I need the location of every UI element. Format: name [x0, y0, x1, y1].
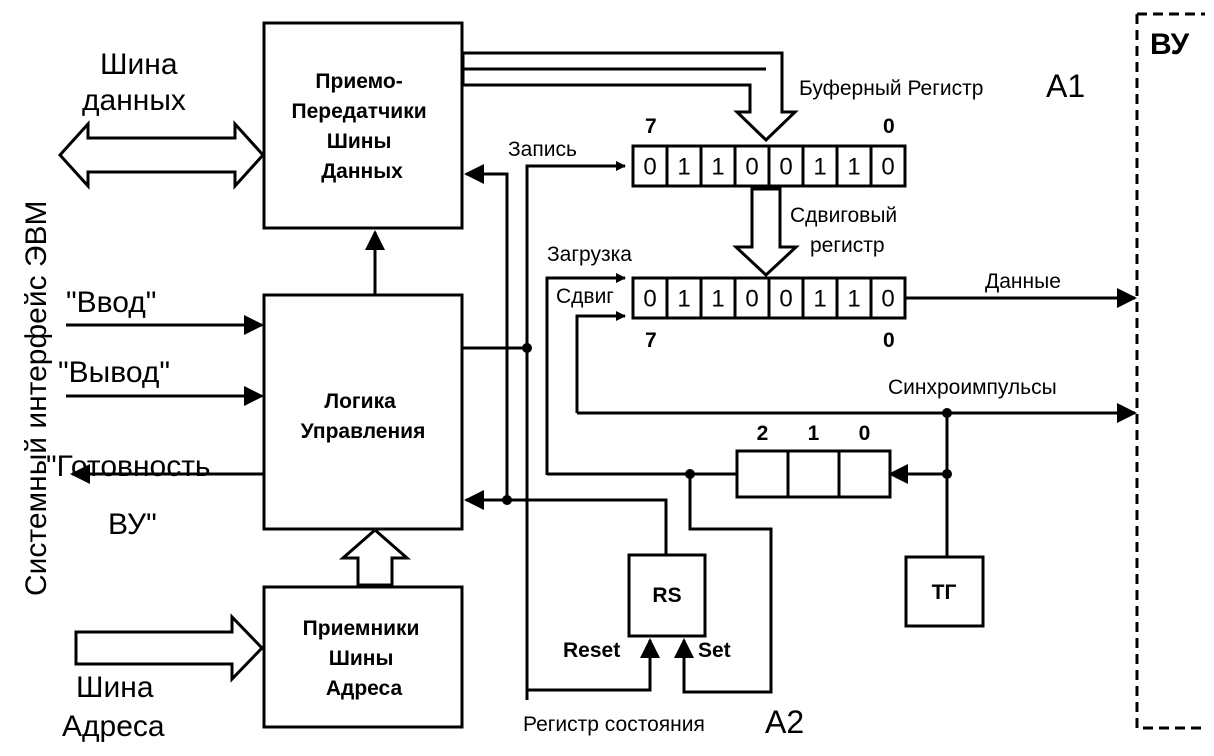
shift-register-bit: 0 [643, 286, 656, 313]
counter-cell [837, 449, 892, 499]
rs-label: RS [652, 584, 681, 607]
shift-register-bit: 1 [677, 286, 690, 313]
data-bus-label-line1: Шина [100, 48, 178, 81]
input-signal-label: "Ввод" [66, 286, 156, 319]
counter: 2 1 0 [735, 422, 892, 499]
buffer-register-bit: 0 [745, 154, 758, 181]
data-bus-arrow [57, 120, 266, 190]
set-label: Set [698, 639, 731, 662]
write-label: Запись [508, 138, 577, 161]
svg-text:Логика Управления: Логика Управления [301, 390, 426, 443]
transceivers-to-buffer-bus [461, 51, 799, 143]
counter-cell [786, 449, 841, 499]
shift-register-cell [767, 276, 805, 320]
address-bus-label-line1: Шина [76, 671, 154, 704]
output-signal-label: "Вывод" [58, 356, 170, 389]
shift-register-cell [801, 276, 839, 320]
transceivers-label-1: Приемо- [315, 70, 402, 93]
reset-label: Reset [563, 639, 620, 662]
address-receivers-label-2: Шины [329, 647, 394, 670]
shift-lsb-label: 0 [883, 329, 895, 352]
buffer-register-tag: А1 [1046, 68, 1085, 104]
shift-register-bit: 1 [813, 286, 826, 313]
address-receivers-block [262, 585, 464, 729]
buffer-register-bit: 0 [779, 154, 792, 181]
transceivers-label-3: Шины [327, 130, 392, 153]
shift-register-cell [631, 276, 669, 320]
write-signal-line [525, 161, 626, 700]
tg-label: ТГ [932, 581, 957, 604]
shift-register-cell [699, 276, 737, 320]
address-bus-arrow [74, 613, 265, 683]
transceivers-label-4: Данных [321, 160, 403, 183]
address-receivers-label-1: Приемники [303, 617, 420, 640]
system-interface-label: Системный интерфейс ЭВМ [20, 201, 53, 596]
rs-trigger-block [627, 553, 707, 638]
buffer-msb-label: 7 [645, 115, 657, 138]
load-label: Загрузка [547, 243, 632, 266]
transceivers-label-2: Передатчики [292, 100, 427, 123]
counter-to-set-line [674, 474, 773, 694]
svg-text:Приемо- Передатчики Ши: Приемо- Передатчики Шины Данных [292, 70, 433, 183]
control-logic-label-1: Логика [324, 390, 396, 413]
status-register-tag: А2 [765, 704, 804, 740]
tg-block [904, 555, 985, 628]
sync-label: Синхроимпульсы [888, 376, 1057, 399]
counter-bit-label: 2 [757, 422, 769, 445]
address-receivers-label-3: Адреса [326, 677, 403, 700]
ready-signal-label-line1: "Готовность [46, 450, 211, 483]
shift-label: Сдвиг [556, 285, 614, 308]
data-bus-label-line2: данных [82, 84, 186, 117]
counter-bit-label: 1 [808, 422, 820, 445]
buffer-register-bit: 1 [813, 154, 826, 181]
shift-register-cell [835, 276, 873, 320]
shift-register-title-1: Сдвиговый [790, 204, 897, 227]
control-logic-block [262, 293, 464, 531]
ready-signal-label-line2: ВУ" [108, 508, 157, 541]
device-label: ВУ [1150, 28, 1190, 61]
shift-register-bit: 1 [847, 286, 860, 313]
data-output-label: Данные [985, 270, 1061, 293]
buffer-register-bit: 0 [881, 154, 894, 181]
load-signal-line [545, 273, 626, 475]
shift-register-bit: 0 [779, 286, 792, 313]
shift-register-bit: 1 [711, 286, 724, 313]
counter-input-junction [942, 469, 952, 479]
shift-register-bit: 0 [745, 286, 758, 313]
rs-to-logic-line [464, 490, 668, 555]
logic-junction [522, 343, 532, 353]
status-register-title: Регистр состояния [523, 713, 705, 736]
buffer-to-shift-arrow [732, 187, 800, 278]
address-bus-label-line2: Адреса [62, 710, 165, 743]
buffer-register-bit: 1 [677, 154, 690, 181]
transceivers-block [262, 21, 464, 230]
buffer-register-bit: 1 [847, 154, 860, 181]
shift-register-bit: 0 [881, 286, 894, 313]
counter-bit-label: 0 [859, 422, 871, 445]
buffer-register-title: Буферный Регистр [799, 77, 983, 100]
svg-text:Приемники Шины Адреса: Приемники Шины Адреса [303, 617, 426, 700]
buffer-register-bit: 1 [711, 154, 724, 181]
counter-cell [735, 449, 790, 499]
buffer-register-cell [869, 144, 907, 188]
device-boundary [1135, 12, 1205, 730]
buffer-register-bit: 0 [643, 154, 656, 181]
buffer-lsb-label: 0 [883, 115, 895, 138]
address-to-logic-arrow [339, 528, 411, 587]
shift-msb-label: 7 [645, 329, 657, 352]
shift-signal-line [575, 311, 626, 413]
shift-register-title-2: регистр [810, 234, 885, 257]
reset-signal-line [527, 638, 660, 692]
control-logic-label-2: Управления [301, 420, 426, 443]
logic-to-transceivers-control [464, 164, 509, 500]
